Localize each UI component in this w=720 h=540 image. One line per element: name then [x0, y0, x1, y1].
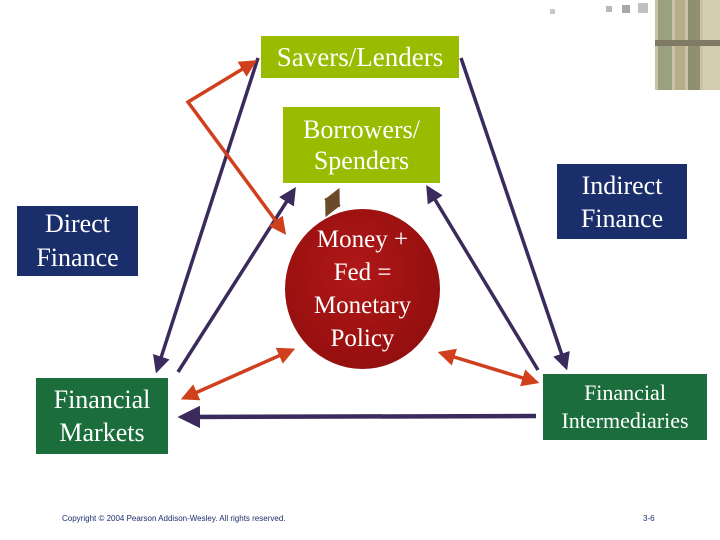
- indirect-finance-box: Indirect Finance: [557, 164, 687, 239]
- arrow-savers-to-intermediaries: [459, 57, 570, 371]
- borrowers-spenders-box: Borrowers/ Spenders: [283, 107, 440, 183]
- deco-square: [638, 3, 648, 13]
- arrow-savers-borrowers-exchange: [185, 60, 287, 235]
- direct-finance-box: Direct Finance: [17, 206, 138, 276]
- arrow-money-intermediaries-exchange: [437, 348, 540, 387]
- arrow-intermediaries-to-markets: [177, 405, 537, 429]
- arrow-money-markets-exchange: [180, 347, 296, 401]
- deco-photo-band: [655, 40, 720, 46]
- arrow-borrowers-money-exchange: [324, 187, 341, 218]
- savers-lenders-box: Savers/Lenders: [261, 36, 459, 78]
- arrow-intermediaries-to-borrowers: [426, 185, 540, 371]
- deco-square: [550, 9, 555, 14]
- footer-copyright: Copyright © 2004 Pearson Addison-Wesley.…: [62, 514, 286, 523]
- financial-markets-box: Financial Markets: [36, 378, 168, 454]
- money-fed-circle: Money + Fed = Monetary Policy: [285, 209, 440, 369]
- financial-intermediaries-box: Financial Intermediaries: [543, 374, 707, 440]
- arrow-markets-to-borrowers: [176, 187, 296, 373]
- deco-square: [606, 6, 612, 12]
- footer-page-number: 3-6: [643, 514, 655, 523]
- corner-decoration: [550, 0, 720, 90]
- deco-square: [622, 5, 630, 13]
